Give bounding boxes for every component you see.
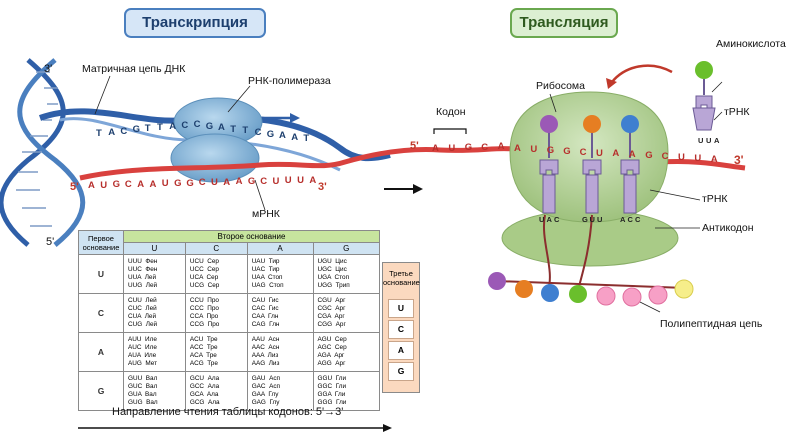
incoming-trna [692,61,716,131]
codon-table: Первое основание Второе основание U C A … [78,230,381,411]
reading-direction-label: Направление чтения таблицы кодонов: 5'→3… [112,406,344,418]
third-base-header: Третье основание [383,269,420,287]
third-base-c: C [388,320,414,339]
codon-cell: AAU Асн AAC Асн AAA Лиз AAG Лиз [246,332,314,372]
trna-1 [539,115,559,214]
codon-cell: GUU Вал GUC Вал GUA Вал GUG Вал [123,371,186,411]
transcription-title: Транскрипция [124,8,266,38]
trna-group [539,115,640,214]
codon-cell: ACU Тре ACC Тре ACA Тре ACG Тре [184,332,248,372]
second-base-g: G [312,242,381,255]
first-base-u: U [78,254,124,294]
dna-helix [0,58,86,247]
rna-polymerase-label: РНК-полимераза [248,75,331,87]
second-base-c: C [184,242,248,255]
codon-cell: AUU Иле AUC Иле AUA Иле AUG Мет [123,332,186,372]
dna-3prime-label: 3' [44,63,53,75]
dna-5prime-label: 5' [46,236,55,248]
mrna-label: мРНК [252,208,280,220]
codon-cell: UAU Тир UAC Тир UAA Стоп UAG Стоп [246,254,314,294]
codon-cell: CCU Про CCC Про CCA Про CCG Про [184,293,248,333]
trna-entry-arrow [606,64,673,89]
codon-cell: GAU Асп GAC Асп GAA Глу GAG Глу [246,371,314,411]
trna-right-label: тРНК [702,193,728,205]
trna-top-label: тРНК [724,106,750,118]
trna-2 [582,115,602,214]
third-base-a: A [388,341,414,360]
leader-lines [94,75,723,313]
codon-bracket [433,128,467,134]
first-base-g: G [78,371,124,411]
amino-acid-label: Аминокислота [716,38,786,50]
mrna-5prime-label: 5' [70,181,79,193]
polypeptide-label: Полипептидная цепь [660,318,763,330]
transcription-direction-arrow [262,113,300,123]
second-base-header: Второе основание [123,230,380,243]
second-base-u: U [123,242,186,255]
mrna-3prime-label: 3' [318,181,327,193]
codon-cell: AGU Сер AGC Сер AGA Арг AGG Арг [312,332,381,372]
third-base-column: Третье основание U C A G [382,262,420,393]
template-strand-label: Матричная цепь ДНК [82,63,186,75]
third-base-g: G [388,362,414,381]
mrna-right-5prime-label: 5' [410,140,419,152]
codon-cell: UCU Сер UCC Сер UCA Сер UCG Сер [184,254,248,294]
second-base-a: A [246,242,314,255]
first-base-a: A [78,332,124,372]
first-base-header: Первое основание [78,230,124,255]
reading-direction-arrow [78,424,392,432]
trna-3 [620,115,640,214]
codon-cell: UUU Фен UUC Фен UUA Лей UUG Лей [123,254,186,294]
third-base-u: U [388,299,414,318]
codon-cell: CUU Лей CUC Лей CUA Лей CUG Лей [123,293,186,333]
codon-cell: GGU Гли GGC Гли GGA Гли GGG Гли [312,371,381,411]
ribosome-label: Рибосома [536,80,585,92]
first-base-c: C [78,293,124,333]
mrna-right-3prime-label: 3' [734,153,744,167]
codon-cell: UGU Цис UGC Цис UGA Стоп UGG Трип [312,254,381,294]
codon-cell: CAU Гис CAC Гис CAA Глн CAG Глн [246,293,314,333]
process-arrow [384,184,423,194]
translation-title: Трансляция [510,8,618,38]
codon-cell: GCU Ала GCC Ала GCA Ала GCG Ала [184,371,248,411]
polypeptide-chain [488,214,694,307]
codon-label: Кодон [436,106,466,118]
codon-cell: CGU Арг CGC Арг CGA Арг CGG Арг [312,293,381,333]
anticodon-label: Антикодон [702,222,754,234]
